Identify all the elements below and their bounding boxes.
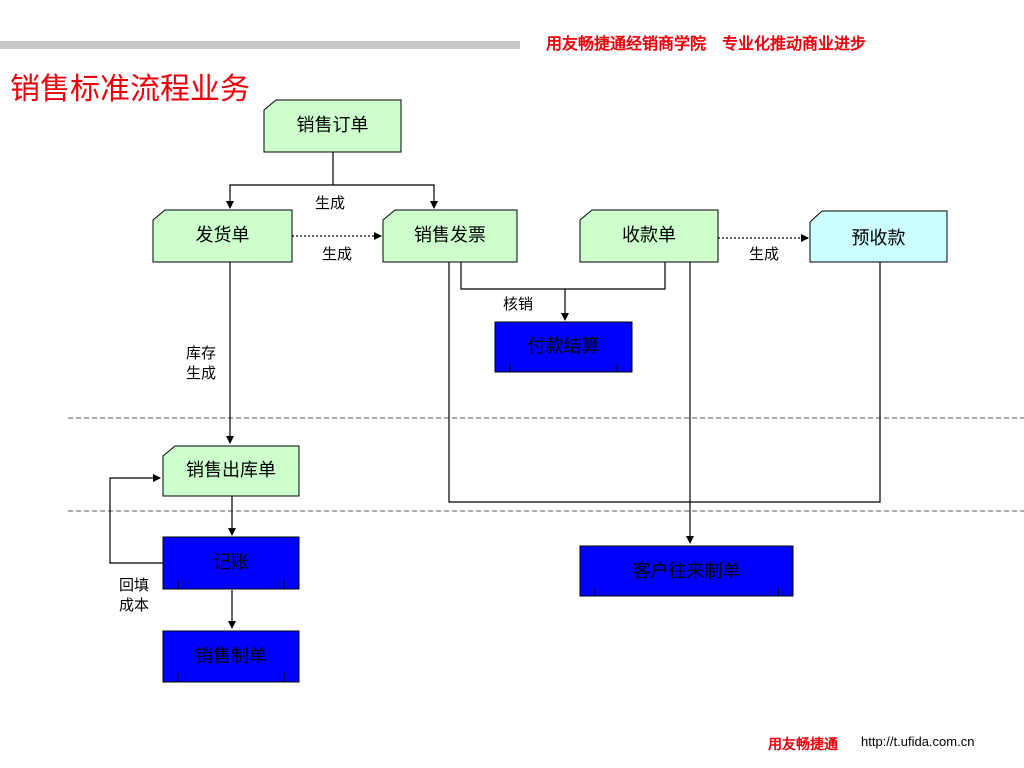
edge-label-order-generate: 生成 (315, 194, 346, 212)
node-delivery-note[interactable] (152, 209, 293, 263)
header-slogan: 用友畅捷通经销商学院 专业化推动商业进步 (546, 34, 867, 53)
edge-invoice-prepay-loop (448, 262, 881, 503)
node-payment-settlement-label: 付款结算 (527, 336, 600, 357)
node-sales-order[interactable] (263, 99, 402, 153)
node-receipt-label: 收款单 (622, 225, 676, 246)
footer-brand: 用友畅捷通 (768, 737, 838, 753)
edge-label-prepay-generate: 生成 (749, 245, 780, 263)
page-title: 销售标准流程业务 (10, 72, 250, 107)
node-sales-outbound[interactable] (162, 445, 300, 497)
footer-url-link[interactable]: http://t.ufida.com.cn (861, 734, 975, 749)
node-sales-invoice[interactable] (382, 209, 518, 263)
node-delivery-note-label: 发货单 (195, 225, 250, 246)
edge-label-writeoff: 核销 (503, 295, 534, 313)
node-sales-outbound-label: 销售出库单 (186, 460, 276, 481)
edge-order-to-invoice (333, 184, 438, 209)
edge-label-inventory-generate: 库存 生成 (186, 344, 217, 382)
node-payment-settlement[interactable] (494, 321, 633, 373)
edge-label-delivery-generate: 生成 (322, 245, 353, 263)
node-sales-voucher-label: 销售制单 (195, 646, 267, 667)
node-customer-voucher-label: 客户往来制单 (632, 561, 741, 582)
node-sales-invoice-label: 销售发票 (414, 225, 486, 246)
header-gray-bar (0, 41, 520, 49)
node-customer-voucher[interactable] (579, 545, 794, 597)
node-sales-voucher[interactable] (162, 630, 300, 683)
edge-label-backfill-cost: 回填 成本 (119, 576, 150, 614)
edge-backfill-cost (109, 474, 163, 564)
node-prepayment[interactable] (809, 210, 948, 263)
edge-order-split (226, 152, 334, 209)
node-sales-order-label: 销售订单 (296, 115, 369, 136)
node-bookkeeping[interactable] (162, 536, 300, 590)
edge-invoice-to-settlement (460, 262, 565, 290)
node-prepayment-label: 预收款 (851, 227, 906, 249)
edge-receipt-to-settlement (561, 262, 666, 321)
node-receipt[interactable] (579, 209, 719, 263)
node-bookkeeping-label: 记账 (213, 552, 249, 573)
